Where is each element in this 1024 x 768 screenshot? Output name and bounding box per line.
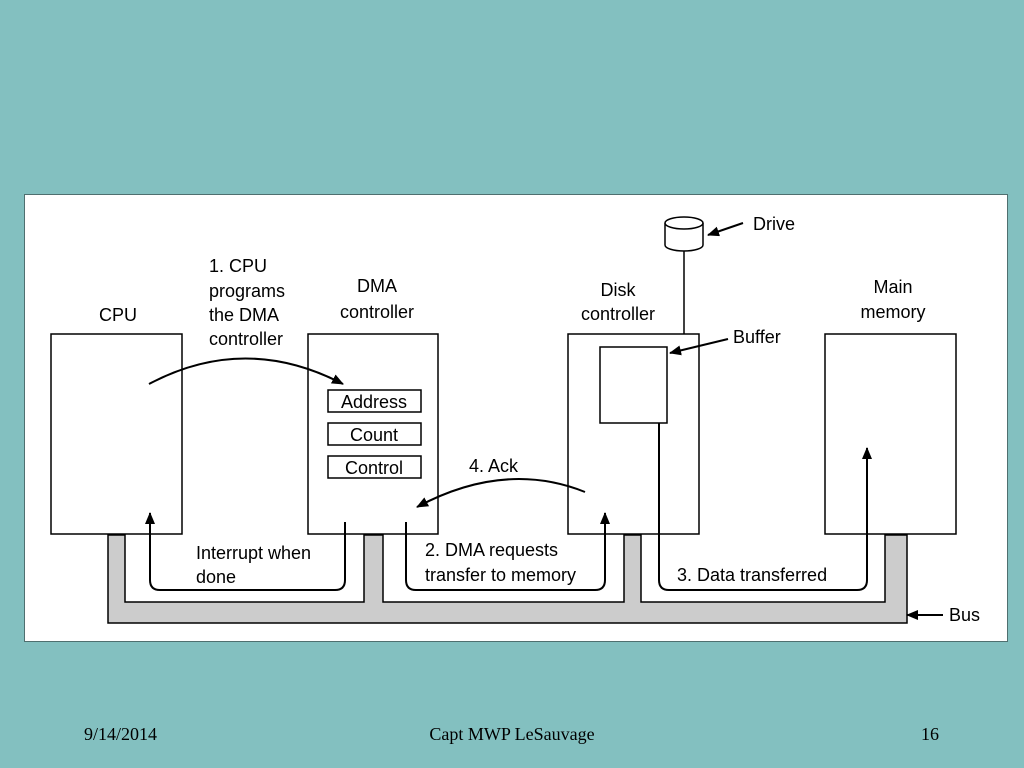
buffer-box: [599, 346, 668, 424]
cpu-label: CPU: [99, 305, 137, 325]
interrupt-label-line1: Interrupt when: [196, 543, 311, 563]
dma-controller-label-line2: controller: [340, 302, 414, 322]
step4-label: 4. Ack: [469, 456, 519, 476]
interrupt-label-line2: done: [196, 567, 236, 587]
cpu-box: [50, 333, 183, 535]
footer-author: Capt MWP LeSauvage: [429, 724, 595, 744]
disk-controller-label-line2: controller: [581, 304, 655, 324]
interrupt-path: [145, 512, 346, 591]
step4-arrow: [416, 478, 586, 508]
footer-page-number: 16: [921, 724, 939, 744]
buffer-label: Buffer: [733, 327, 781, 347]
control-register: [327, 455, 422, 479]
address-register: [327, 389, 422, 413]
step1-label-line1: 1. CPU: [209, 256, 267, 276]
main-memory-label-line2: memory: [860, 302, 925, 322]
step1-arrow: [148, 357, 344, 385]
step2-path: [405, 512, 610, 591]
drive-icon: [664, 216, 704, 252]
step3-path: [658, 423, 872, 591]
main-memory-label-line1: Main: [873, 277, 912, 297]
drive-label: Drive: [753, 214, 795, 234]
disk-controller-box: [567, 333, 700, 535]
dma-diagram-panel: Address Count Control CPU DMA controller…: [24, 194, 1008, 642]
disk-controller-label-line1: Disk: [601, 280, 637, 300]
drive-arrow: [707, 222, 744, 237]
step3-label: 3. Data transferred: [677, 565, 827, 585]
main-memory-box: [824, 333, 957, 535]
footer-date: 9/14/2014: [84, 724, 158, 744]
system-bus: [107, 534, 908, 624]
dma-diagram: Address Count Control CPU DMA controller…: [50, 214, 980, 625]
step1-label-line4: controller: [209, 329, 283, 349]
step1-label-line2: programs: [209, 281, 285, 301]
buffer-arrow: [669, 338, 729, 356]
step2-label-line2: transfer to memory: [425, 565, 576, 585]
register-label-address: Address: [341, 392, 407, 412]
count-register: [327, 422, 422, 446]
step2-label-line1: 2. DMA requests: [425, 540, 558, 560]
step1-label-line3: the DMA: [209, 305, 279, 325]
bus-label: Bus: [949, 605, 980, 625]
register-label-control: Control: [345, 458, 403, 478]
register-label-count: Count: [350, 425, 398, 445]
dma-controller-label-line1: DMA: [357, 276, 397, 296]
